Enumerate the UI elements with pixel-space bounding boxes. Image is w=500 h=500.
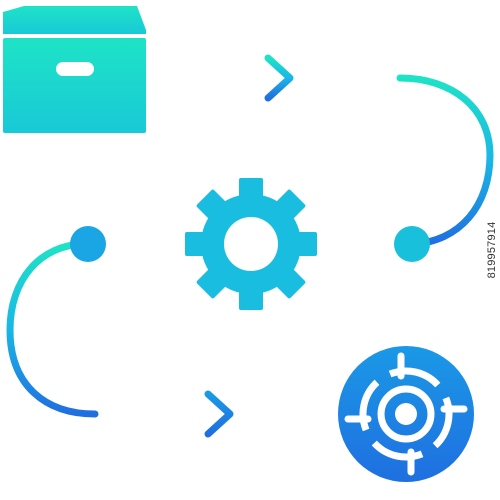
route-node-icon <box>70 226 106 262</box>
stock-id-label: 819957914 <box>486 221 498 279</box>
gear-icon <box>185 178 317 310</box>
arrow-right-icon <box>264 54 294 102</box>
target-icon <box>338 346 474 482</box>
arrow-right-icon <box>204 390 234 438</box>
route-path-top <box>6 74 494 418</box>
box-icon <box>3 6 146 133</box>
route-node-icon <box>394 226 430 262</box>
